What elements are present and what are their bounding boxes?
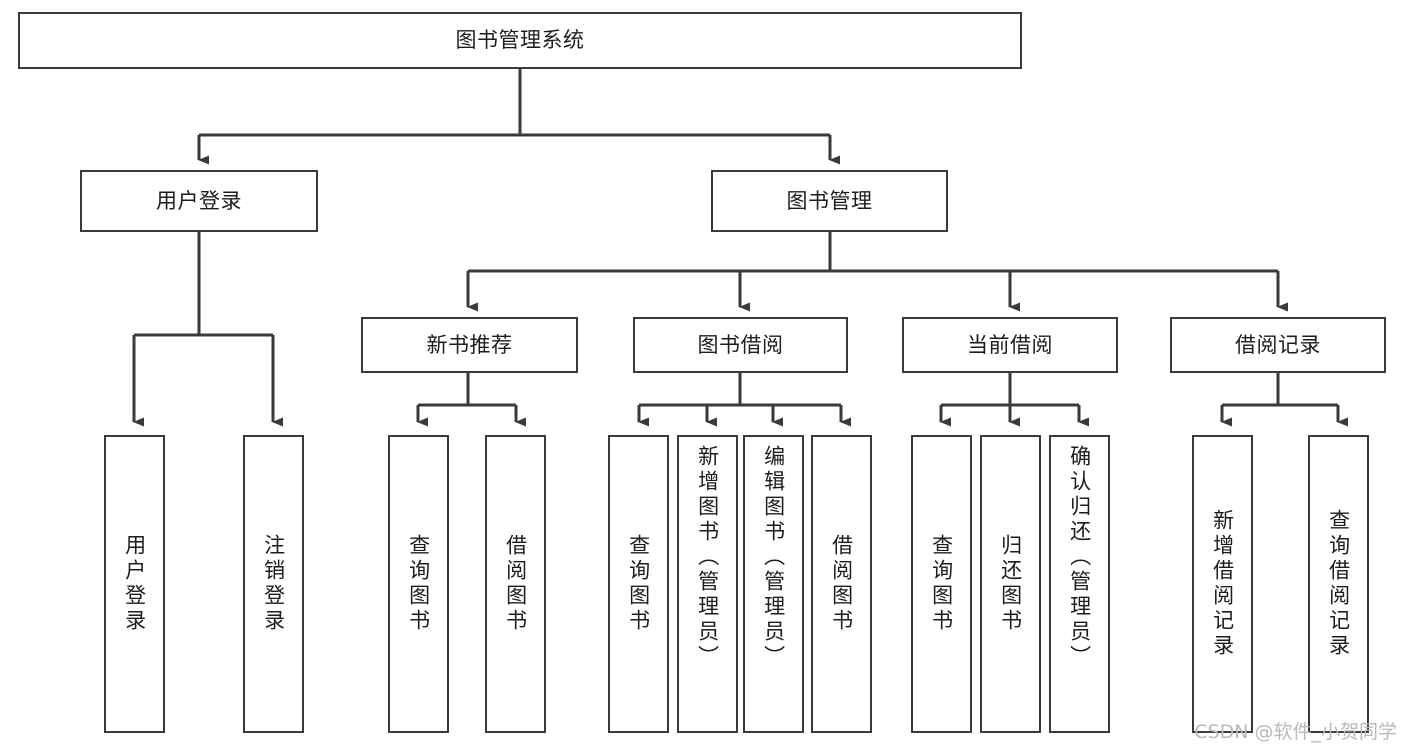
node-label: 图书管理 <box>786 188 873 213</box>
node-user-login[interactable]: 用户登录 <box>80 170 318 232</box>
leaf-node-query-book-1[interactable]: 查询图书 <box>388 435 449 733</box>
node-book-manage[interactable]: 图书管理 <box>711 170 948 232</box>
leaf-node-borrow-book-2[interactable]: 借阅图书 <box>811 435 872 733</box>
leaf-node-user-login[interactable]: 用户登录 <box>104 435 165 733</box>
node-new-book-recommend[interactable]: 新书推荐 <box>361 317 578 373</box>
leaf-node-edit-book[interactable]: 编辑图书（管理员） <box>743 435 804 733</box>
node-label: 当前借阅 <box>967 332 1053 357</box>
leaf-node-query-book-2[interactable]: 查询图书 <box>608 435 669 733</box>
node-label: 归还图书 <box>998 534 1023 634</box>
leaf-node-logout[interactable]: 注销登录 <box>243 435 304 733</box>
node-label: 编辑图书（管理员） <box>761 445 786 670</box>
leaf-node-confirm-return[interactable]: 确认归还（管理员） <box>1049 435 1110 733</box>
leaf-node-borrow-book-1[interactable]: 借阅图书 <box>485 435 546 733</box>
leaf-node-add-book[interactable]: 新增图书（管理员） <box>677 435 738 733</box>
node-label: 借阅图书 <box>503 534 528 634</box>
node-label: 用户登录 <box>156 188 242 213</box>
node-label: 查询图书 <box>626 534 651 634</box>
node-label: 借阅图书 <box>829 534 854 634</box>
watermark-text: CSDN @软件_小贺同学 <box>1194 721 1397 743</box>
node-label: 用户登录 <box>122 534 147 634</box>
node-label: 新增图书（管理员） <box>695 445 720 670</box>
node-label: 新增借阅记录 <box>1210 509 1235 659</box>
leaf-node-query-book-3[interactable]: 查询图书 <box>911 435 972 733</box>
node-label: 注销登录 <box>261 534 286 634</box>
node-book-borrow[interactable]: 图书借阅 <box>633 317 848 373</box>
node-label: 确认归还（管理员） <box>1067 445 1092 670</box>
leaf-node-add-record[interactable]: 新增借阅记录 <box>1192 435 1253 733</box>
node-label: 查询借阅记录 <box>1326 509 1351 659</box>
node-borrow-record[interactable]: 借阅记录 <box>1170 317 1386 373</box>
node-label: 查询图书 <box>406 534 431 634</box>
node-label: 图书借阅 <box>697 332 784 357</box>
node-label: 查询图书 <box>929 534 954 634</box>
leaf-node-return-book[interactable]: 归还图书 <box>980 435 1041 733</box>
leaf-node-query-record[interactable]: 查询借阅记录 <box>1308 435 1369 733</box>
node-current-borrow[interactable]: 当前借阅 <box>902 317 1118 373</box>
node-label: 图书管理系统 <box>455 28 585 53</box>
node-root-system[interactable]: 图书管理系统 <box>18 12 1022 69</box>
node-label: 借阅记录 <box>1235 332 1321 357</box>
node-label: 新书推荐 <box>426 332 513 357</box>
